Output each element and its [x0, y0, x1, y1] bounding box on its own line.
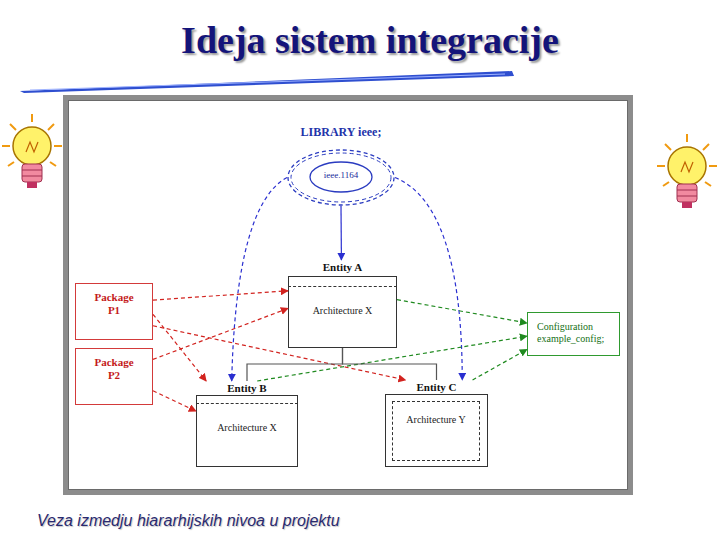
ellipse-line: [288, 150, 394, 205]
entity-box: Entity C Architecture Y: [385, 380, 488, 467]
connector: [232, 178, 287, 382]
library-ellipse: LIBRARY ieee;ieee.1164: [287, 149, 395, 206]
connector: [153, 314, 206, 381]
connector: [153, 308, 288, 359]
connector: [473, 349, 527, 380]
ellipse-line: [291, 153, 391, 202]
node-label: Package P1: [89, 291, 139, 317]
connector: [153, 291, 288, 300]
node-label: Package P2: [89, 356, 139, 382]
entity-box: Entity B Architecture X: [196, 381, 298, 467]
package-box: Package P1: [75, 283, 153, 340]
node-label: ieee.1164: [309, 170, 373, 180]
node-heading: Entity C: [385, 381, 488, 393]
title-swoosh: [20, 71, 514, 93]
connector: [343, 348, 437, 380]
connector: [395, 178, 462, 381]
connector: [340, 206, 342, 260]
node-label: Architecture X: [288, 305, 397, 316]
connector: [397, 300, 527, 323]
slide-caption: Veza izmedju hiararhijskih nivoa u proje…: [37, 512, 340, 530]
node-heading: LIBRARY ieee;: [267, 125, 415, 140]
entity-box: Entity A Architecture X: [288, 260, 397, 348]
slide-title: Ideja sistem integracije: [80, 18, 660, 62]
connector: [153, 391, 196, 411]
connector: [257, 336, 527, 381]
node-label: Architecture X: [196, 422, 298, 433]
package-box: Package P2: [75, 348, 153, 405]
title-swoosh-light: [30, 74, 505, 90]
ellipse-line: [310, 162, 372, 192]
node-heading: Entity B: [196, 382, 298, 394]
entity-frame: [385, 394, 488, 467]
architecture-region: Architecture X: [196, 403, 298, 467]
architecture-region: Architecture X: [288, 286, 397, 348]
lightbulb-icon: [2, 114, 62, 188]
connector: [153, 326, 406, 380]
architecture-region: Architecture Y: [392, 401, 480, 461]
connector: [247, 348, 343, 381]
configuration-box: Configuration example_config;: [527, 312, 620, 356]
package-ellipse: ieee.1164: [309, 161, 373, 193]
node-heading: Entity A: [288, 261, 397, 273]
node-label: Configuration example_config;: [537, 321, 617, 345]
node-label: Architecture Y: [393, 414, 479, 425]
lightbulb-icon: [657, 134, 717, 208]
